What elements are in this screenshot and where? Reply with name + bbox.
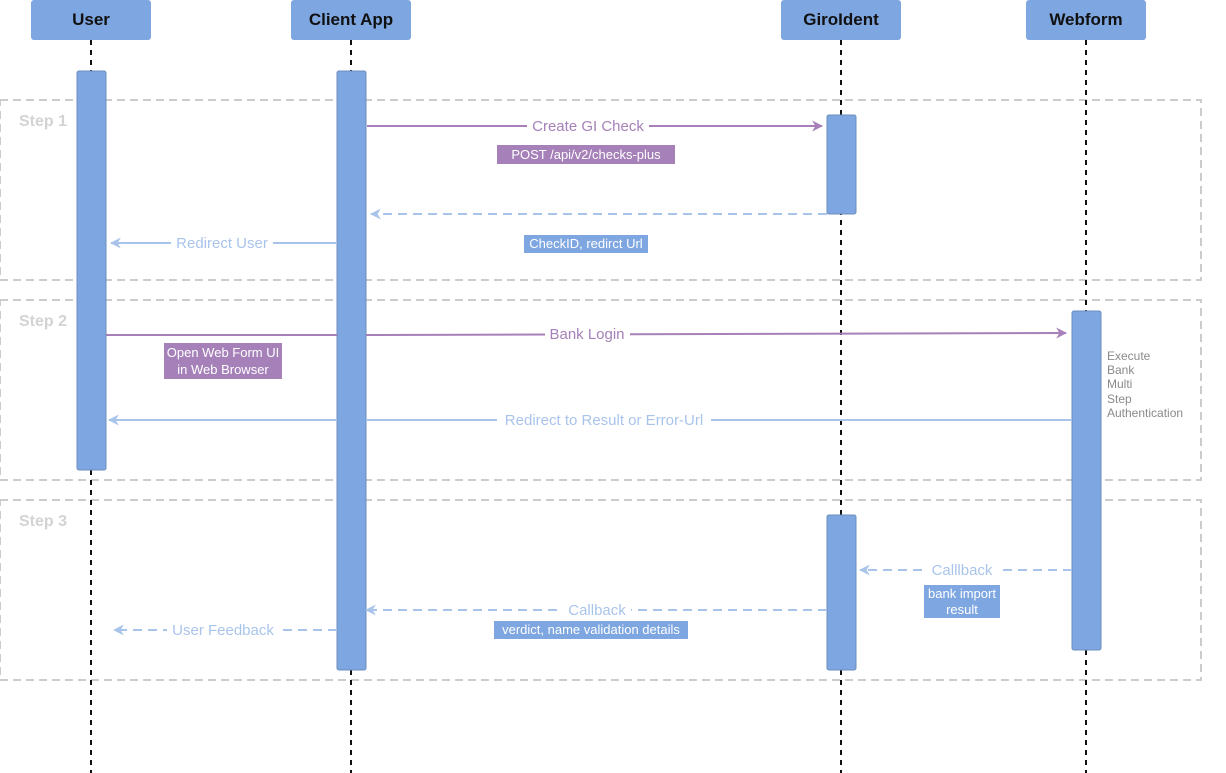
- tag-post-endpoint: POST /api/v2/checks-plus: [511, 147, 661, 162]
- message-label-redirect-user: Redirect User: [176, 235, 268, 252]
- message-label-redirect-result: Redirect to Result or Error-Url: [505, 412, 703, 429]
- step-3-frame: Step 3: [0, 499, 1202, 681]
- step-2-label: Step 2: [19, 313, 67, 330]
- message-label-user-feedback: User Feedback: [172, 622, 274, 639]
- note-line-4: Step: [1107, 392, 1132, 406]
- note-line-5: Authentication: [1107, 406, 1183, 420]
- activation-bars: [76, 70, 1102, 671]
- actor-giroident[interactable]: GiroIdent: [781, 0, 901, 40]
- message-return-checkid: CheckID, redirct Url: [369, 208, 827, 253]
- activation-user: [76, 70, 107, 471]
- message-callback: Callback verdict, name validation detail…: [364, 600, 827, 639]
- tag-checkid-redirect-url: CheckID, redirct Url: [529, 236, 643, 251]
- note-line-3: Multi: [1107, 377, 1132, 391]
- actor-webform[interactable]: Webform: [1026, 0, 1146, 40]
- actor-user[interactable]: User: [31, 0, 151, 40]
- arrow-bank-login-segment-2: [365, 327, 1068, 339]
- message-bank-login: Bank Login Open Web Form UI in Web Brows…: [106, 324, 1068, 379]
- step-2-frame: Step 2: [0, 299, 1202, 481]
- actor-user-label: User: [72, 10, 110, 29]
- activation-giroident-1: [826, 114, 857, 215]
- tag-open-web-form: Open Web Form UI in Web Browser: [166, 345, 280, 377]
- message-label-bank-login: Bank Login: [549, 326, 624, 343]
- message-user-feedback: User Feedback: [112, 620, 337, 640]
- note-line-1: Execute: [1107, 349, 1151, 363]
- tag-open-web-form-text: Open Web Form UI in Web Browser: [166, 345, 280, 377]
- step-1-frame: Step 1: [0, 99, 1202, 281]
- step-3-label: Step 3: [19, 513, 67, 530]
- message-redirect-user: Redirect User: [109, 233, 337, 253]
- message-calllback: Calllback bank import result: [858, 560, 1072, 618]
- actor-webform-label: Webform: [1049, 10, 1122, 29]
- activation-webform: [1071, 310, 1102, 651]
- message-label-create-gi-check: Create GI Check: [532, 118, 644, 135]
- tag-verdict-details: verdict, name validation details: [502, 622, 680, 637]
- activation-giroident-2: [826, 514, 857, 671]
- message-redirect-result: Redirect to Result or Error-Url: [107, 410, 1072, 430]
- tag-bank-import-result-text: bank import result: [928, 585, 996, 617]
- activation-client-app: [336, 70, 367, 671]
- actor-giroident-label: GiroIdent: [803, 10, 879, 29]
- message-create-gi-check: Create GI Check POST /api/v2/checks-plus: [367, 116, 824, 164]
- message-label-calllback: Calllback: [932, 562, 993, 579]
- step-1-label: Step 1: [19, 113, 67, 130]
- actor-client-app-label: Client App: [309, 10, 393, 29]
- note-webform-authentication: Execute Bank Multi Step Authentication: [1107, 349, 1183, 420]
- note-line-2: Bank: [1107, 363, 1135, 377]
- tag-bank-import-result: bank import result: [928, 585, 996, 617]
- message-label-callback: Callback: [568, 602, 626, 619]
- actor-client-app[interactable]: Client App: [291, 0, 411, 40]
